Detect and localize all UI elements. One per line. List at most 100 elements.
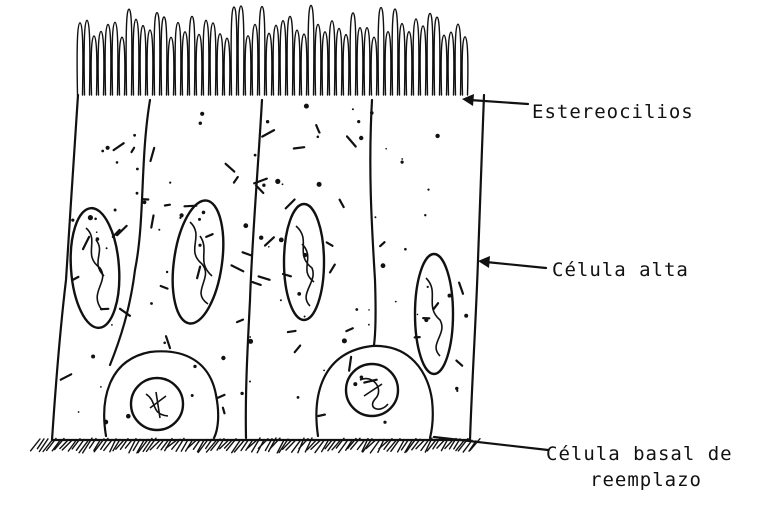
label-basal-cell-line1: Célula basal de (546, 443, 733, 465)
stereocilium (427, 13, 433, 95)
organelle-dot (401, 161, 404, 164)
organelle-dot (383, 421, 386, 424)
organelle-rod (456, 361, 462, 366)
organelle-rod (237, 320, 243, 323)
organelle-dot (401, 158, 403, 160)
organelle-dot (404, 248, 407, 251)
organelle-dot (193, 365, 196, 368)
organelle-dot (163, 342, 166, 345)
stereocilium (147, 30, 153, 95)
organelle-dot (198, 244, 201, 247)
organelle-dot (317, 136, 320, 139)
stereocilium (140, 26, 146, 95)
organelle-dot (280, 299, 282, 301)
stereocilium (287, 16, 293, 95)
organelle-dot (427, 189, 429, 191)
organelle-rod (318, 415, 325, 416)
organelle-dot (435, 134, 439, 138)
organelle-rod (165, 205, 170, 206)
stereocilium (119, 37, 125, 95)
stereocilium (112, 22, 118, 95)
label-basal-cell-line2: reemplazo (590, 469, 702, 491)
stereocilium (364, 28, 370, 95)
organelle-dot (370, 111, 374, 115)
organelle-dot (136, 168, 139, 171)
stereocilium (175, 23, 181, 95)
organelle-dot (317, 182, 322, 187)
organelle-dot (88, 215, 93, 220)
organelle-dot (395, 301, 397, 303)
organelle-dot (179, 217, 181, 219)
organelle-dot (262, 184, 265, 187)
organelle-dot (106, 247, 108, 249)
organelle-dot (455, 387, 458, 390)
basal-cell-arrow (434, 437, 548, 450)
stereocilium (210, 23, 216, 95)
organelle-dot (96, 231, 98, 233)
organelle-rod (151, 216, 153, 228)
organelle-dot (359, 136, 363, 140)
organelle-dot (169, 182, 171, 184)
stereocilium (217, 34, 223, 95)
organelle-rod (262, 130, 274, 137)
organelle-rod (161, 286, 168, 289)
organelle-dot (381, 263, 386, 268)
organelle-dot (116, 161, 119, 164)
stereocilium (154, 13, 160, 95)
organelle-dot (94, 218, 97, 221)
organelle-dot (275, 179, 280, 184)
organelle-dot (424, 214, 426, 216)
organelle-rod (61, 374, 71, 379)
stereocilium (399, 24, 405, 95)
organelle-dot (368, 309, 370, 311)
stereocilium (455, 24, 461, 95)
organelle-rod (265, 237, 274, 245)
organelle-dot (355, 308, 358, 311)
stereocilia-tufts (77, 6, 468, 95)
organelle-dot (245, 225, 248, 228)
organelle-dot (464, 314, 468, 318)
organelle-dot (374, 216, 376, 218)
stereocilium (98, 31, 104, 95)
stereocilium (462, 37, 468, 95)
organelle-dot (268, 246, 270, 248)
organelle-rod (114, 143, 124, 150)
organelle-dot (191, 394, 194, 397)
basement-hatch (31, 439, 40, 451)
organelle-dot (249, 336, 251, 338)
organelle-dot (71, 219, 74, 222)
stereocilium (294, 30, 300, 95)
stereocilium (385, 32, 391, 95)
basement-hatch (398, 440, 404, 452)
label-stereocilia: Estereocilios (532, 101, 694, 123)
organelle-dot (198, 218, 201, 221)
organelle-dot (254, 154, 257, 157)
organelle-dot (91, 355, 95, 359)
stereocilium (329, 21, 335, 95)
stereocilium (357, 28, 363, 95)
stereocilium (168, 37, 174, 95)
stereocilium (203, 20, 209, 95)
stereocilium (371, 37, 377, 95)
organelle-dot (342, 338, 347, 343)
organelle-rod (347, 136, 356, 146)
organelle-dot (304, 104, 309, 109)
organelle-dot (200, 112, 204, 116)
cytoplasm-organelles (61, 104, 469, 425)
organelle-rod (185, 206, 197, 207)
organelle-rod (166, 336, 170, 348)
organelle-dot (456, 390, 458, 392)
organelle-rod (253, 282, 261, 285)
organelle-dot (101, 150, 104, 153)
stereocilium (273, 25, 279, 95)
stereocilium (91, 36, 97, 95)
organelle-dot (417, 314, 419, 316)
stereocilium (196, 34, 202, 95)
stereocilium (322, 32, 328, 95)
tall-cell-nucleus (166, 197, 231, 326)
stereocilium (259, 7, 265, 95)
organelle-rod (349, 357, 351, 371)
stereocilium (105, 24, 111, 95)
stereocilium (84, 20, 90, 95)
